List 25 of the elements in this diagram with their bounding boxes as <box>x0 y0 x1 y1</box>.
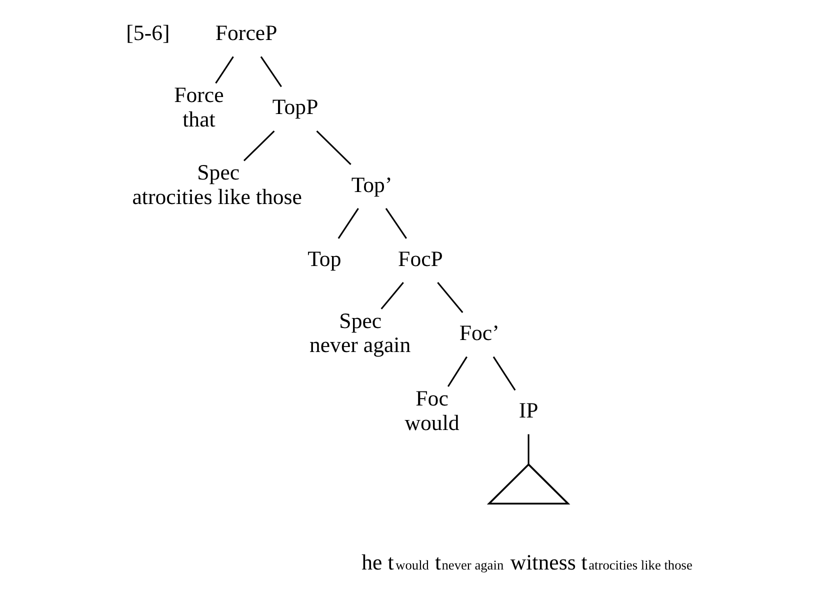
node-text: Foc’ <box>459 320 500 345</box>
connector <box>437 282 464 313</box>
connector <box>338 208 359 239</box>
node-text: Foc would <box>404 386 460 435</box>
connector <box>243 130 275 162</box>
node-text: Force that <box>174 83 224 132</box>
node-text: TopP <box>272 95 318 120</box>
connector <box>492 356 516 391</box>
node-triangle <box>486 463 570 505</box>
node-text: Top’ <box>351 172 392 197</box>
connector <box>380 282 404 310</box>
node-text: IP <box>518 398 538 423</box>
label: [5-6] <box>126 21 170 46</box>
connector <box>260 56 282 88</box>
connector <box>215 56 234 84</box>
connector <box>447 356 468 387</box>
connector <box>385 208 407 239</box>
connector <box>316 130 352 165</box>
node-text: Spec never again <box>309 308 411 358</box>
node-text: Top <box>308 246 342 271</box>
node-text: FocP <box>398 246 443 271</box>
node-text: Spec atrocities like those <box>132 160 302 209</box>
connector <box>528 434 530 464</box>
node-text: ForceP <box>215 21 278 46</box>
node-label: he twould tnever again witness tatrocities like those <box>362 550 692 574</box>
